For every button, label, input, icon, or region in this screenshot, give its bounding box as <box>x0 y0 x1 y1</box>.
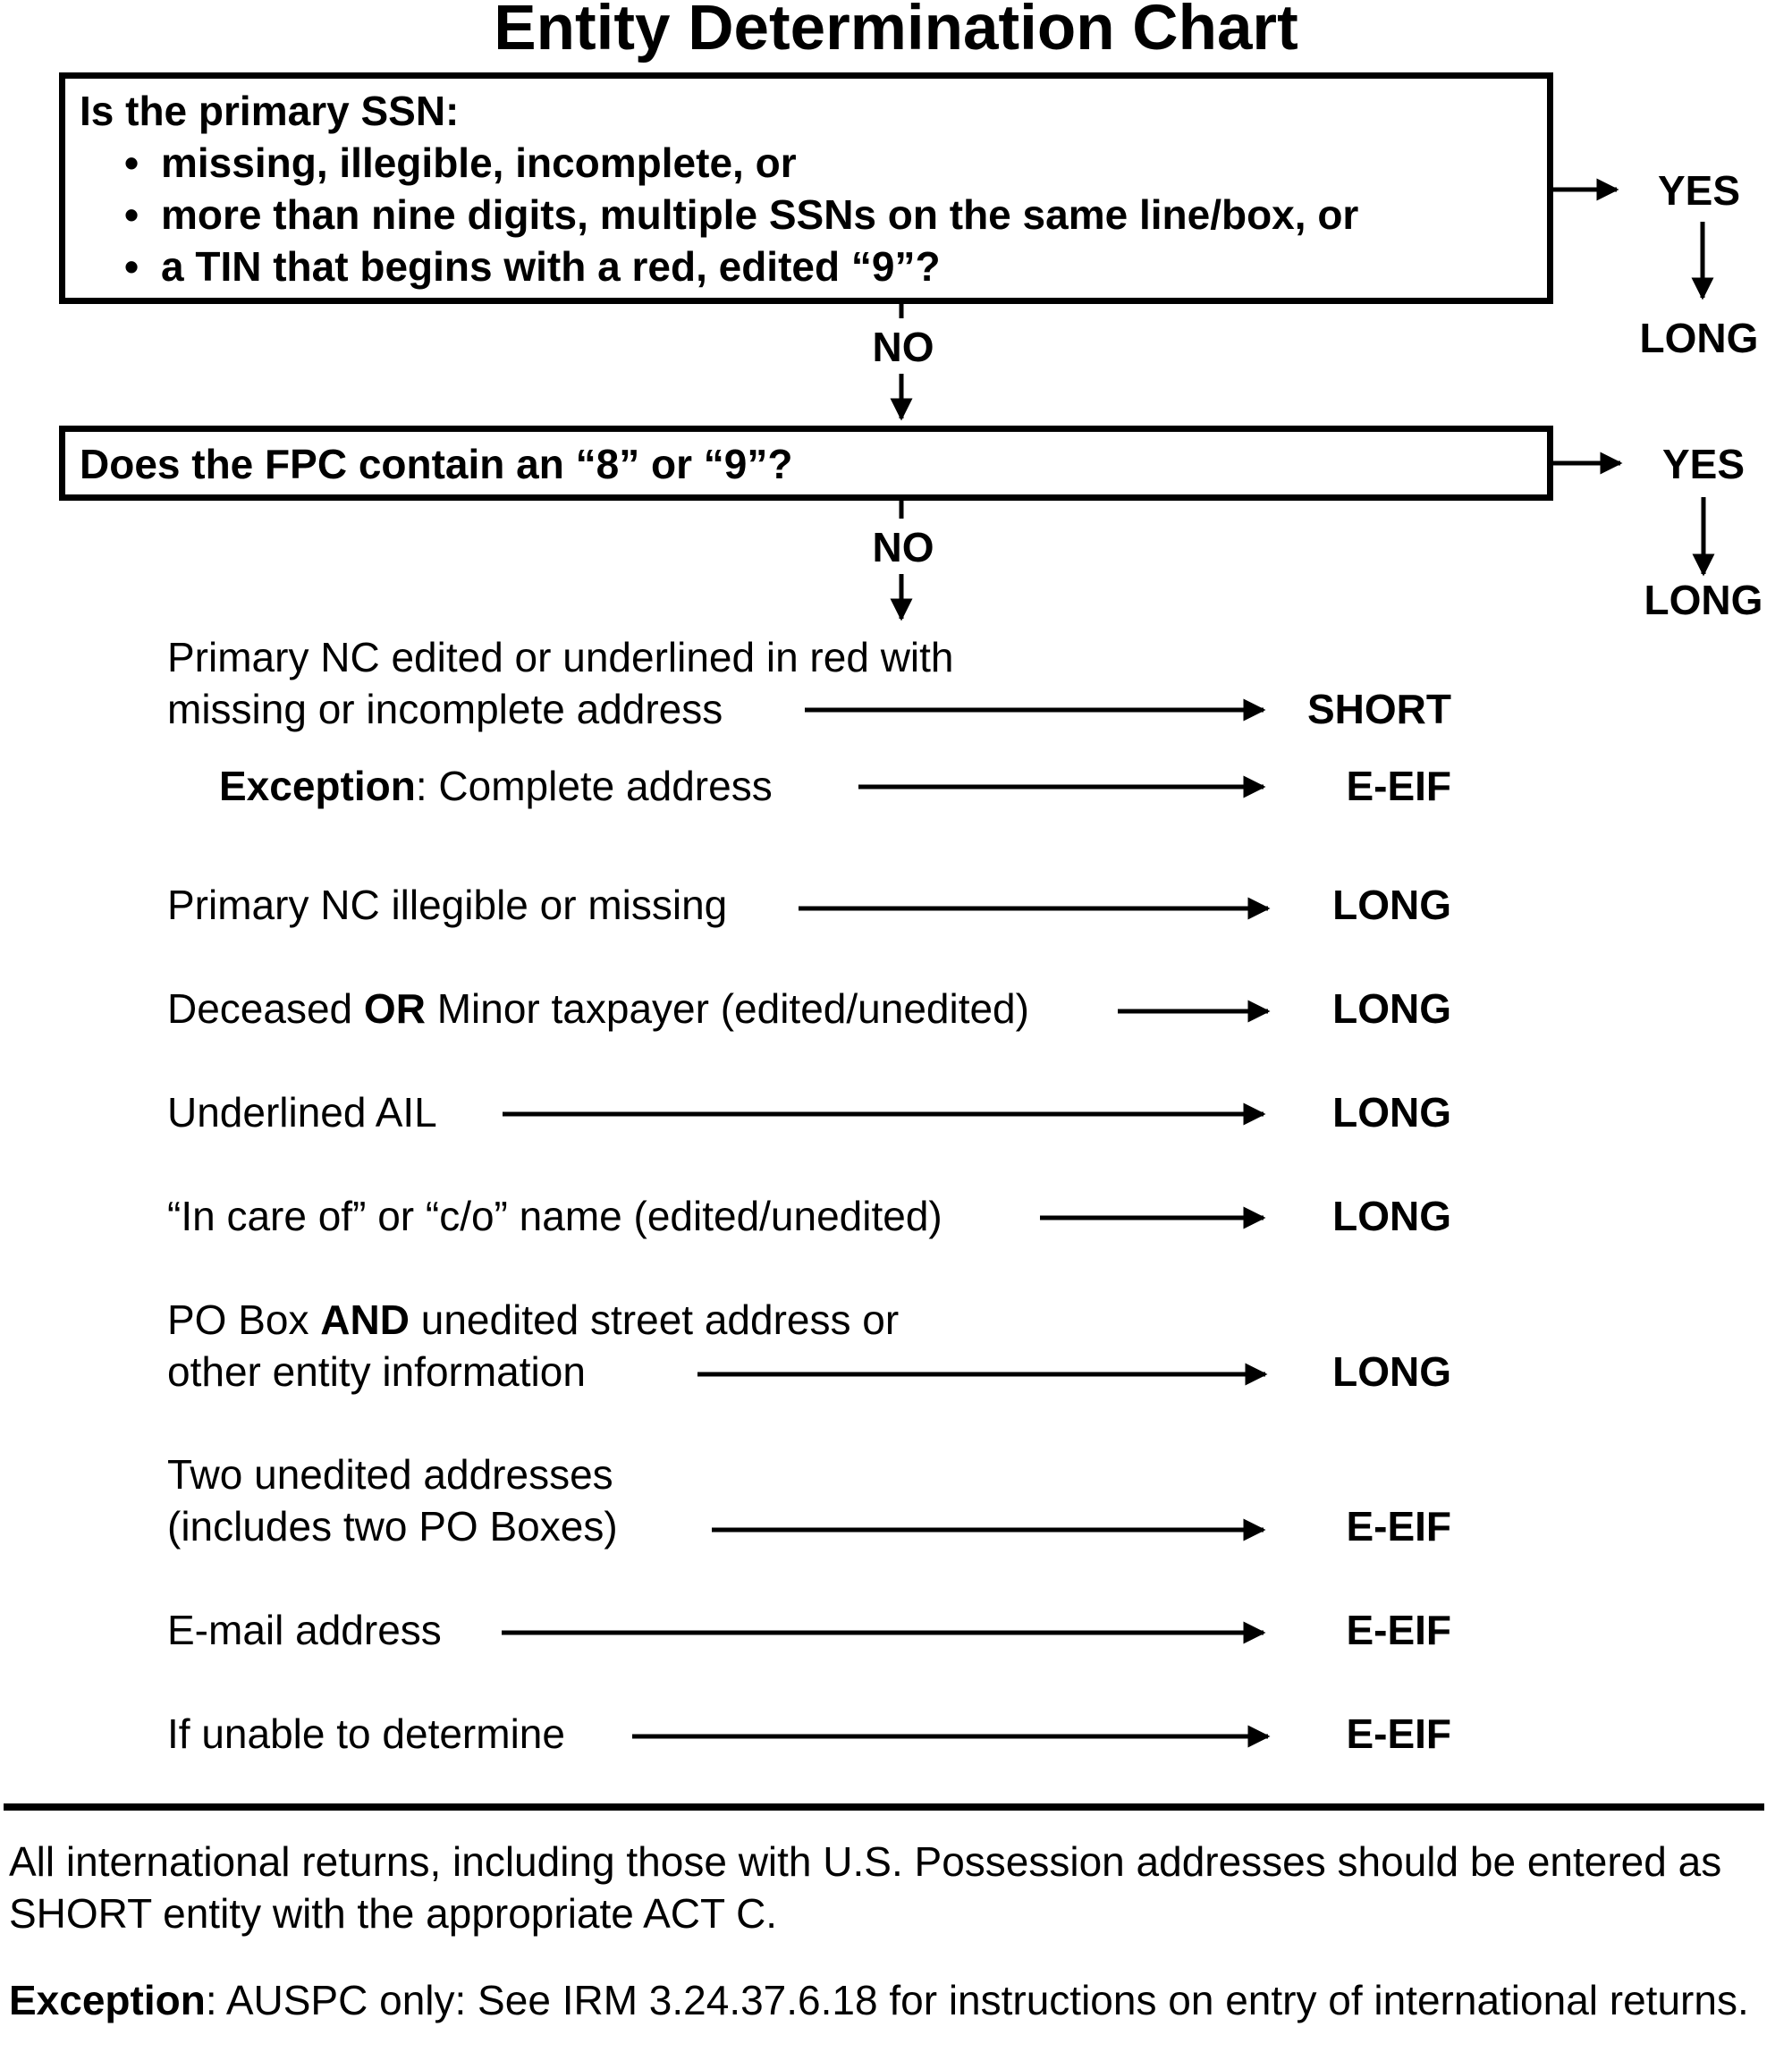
bullet-icon: • <box>124 243 139 290</box>
rule-exception-complete-address: Exception: Complete address <box>219 760 773 812</box>
rule-unable-to-determine: If unable to determine <box>167 1710 565 1757</box>
result-e-eif: E-EIF <box>1346 1710 1451 1757</box>
rule-primary-nc-red-line2: missing or incomplete address <box>167 686 723 732</box>
question-box-primary-ssn <box>59 72 1553 304</box>
result-long: LONG <box>1332 1089 1451 1136</box>
rule-text: unedited street address or <box>409 1296 900 1343</box>
q2-yes-result: LONG <box>1644 577 1763 623</box>
question-fpc: Does the FPC contain an “8” or “9”? <box>80 441 793 487</box>
bullet-text: a TIN that begins with a red, edited “9”… <box>161 243 941 290</box>
question-box-fpc <box>59 426 1553 501</box>
rule-in-care-of: “In care of” or “c/o” name (edited/unedi… <box>167 1193 942 1239</box>
rule-emphasis: AND <box>320 1296 410 1343</box>
result-e-eif: E-EIF <box>1346 763 1451 809</box>
rule-primary-nc-illegible: Primary NC illegible or missing <box>167 882 728 928</box>
exception-label: Exception <box>219 763 416 809</box>
rule-emphasis: OR <box>363 985 426 1032</box>
result-long: LONG <box>1332 882 1451 928</box>
result-e-eif: E-EIF <box>1346 1503 1451 1550</box>
bullet-item: • a TIN that begins with a red, edited “… <box>124 241 941 292</box>
rule-two-addresses-line2: (includes two PO Boxes) <box>167 1503 618 1550</box>
exception-label: Exception <box>9 1977 206 2023</box>
rule-deceased-minor: Deceased OR Minor taxpayer (edited/unedi… <box>167 983 1029 1034</box>
result-long: LONG <box>1332 985 1451 1032</box>
bullet-icon: • <box>124 139 139 186</box>
rule-po-box-line2: other entity information <box>167 1348 586 1395</box>
bullet-text: more than nine digits, multiple SSNs on … <box>161 191 1359 238</box>
rule-primary-nc-red-line1: Primary NC edited or underlined in red w… <box>167 634 954 680</box>
chart-title: Entity Determination Chart <box>494 0 1298 63</box>
bullet-icon: • <box>124 191 139 238</box>
result-long: LONG <box>1332 1193 1451 1239</box>
question-primary-ssn: Is the primary SSN: <box>80 88 460 134</box>
rule-po-box-line1: PO Box AND unedited street address or <box>167 1294 899 1346</box>
q2-no-label: NO <box>872 524 934 570</box>
divider <box>4 1803 1764 1811</box>
result-long: LONG <box>1332 1348 1451 1395</box>
result-e-eif: E-EIF <box>1346 1607 1451 1653</box>
q1-yes-label: YES <box>1657 167 1741 214</box>
exception-text: : AUSPC only: See IRM 3.24.37.6.18 for i… <box>205 1977 1749 2023</box>
rule-underlined-ail: Underlined AIL <box>167 1089 437 1136</box>
bullet-item: • more than nine digits, multiple SSNs o… <box>124 189 1359 241</box>
q2-yes-label: YES <box>1661 441 1746 487</box>
q1-no-label: NO <box>872 324 934 370</box>
result-short: SHORT <box>1307 686 1451 732</box>
exception-text: : Complete address <box>415 763 773 809</box>
international-returns-note: All international returns, including tho… <box>9 1838 1722 1937</box>
q1-yes-result: LONG <box>1639 315 1759 361</box>
bullet-text: missing, illegible, incomplete, or <box>161 139 797 186</box>
rule-text: PO Box <box>167 1296 321 1343</box>
rule-text: Deceased <box>167 985 364 1032</box>
rule-two-addresses-line1: Two unedited addresses <box>167 1451 613 1498</box>
bullet-item: • missing, illegible, incomplete, or <box>124 137 797 189</box>
rule-email-address: E-mail address <box>167 1607 442 1653</box>
rule-text: Minor taxpayer (edited/unedited) <box>425 985 1029 1032</box>
auspc-exception-note: Exception: AUSPC only: See IRM 3.24.37.6… <box>9 1974 1788 2026</box>
